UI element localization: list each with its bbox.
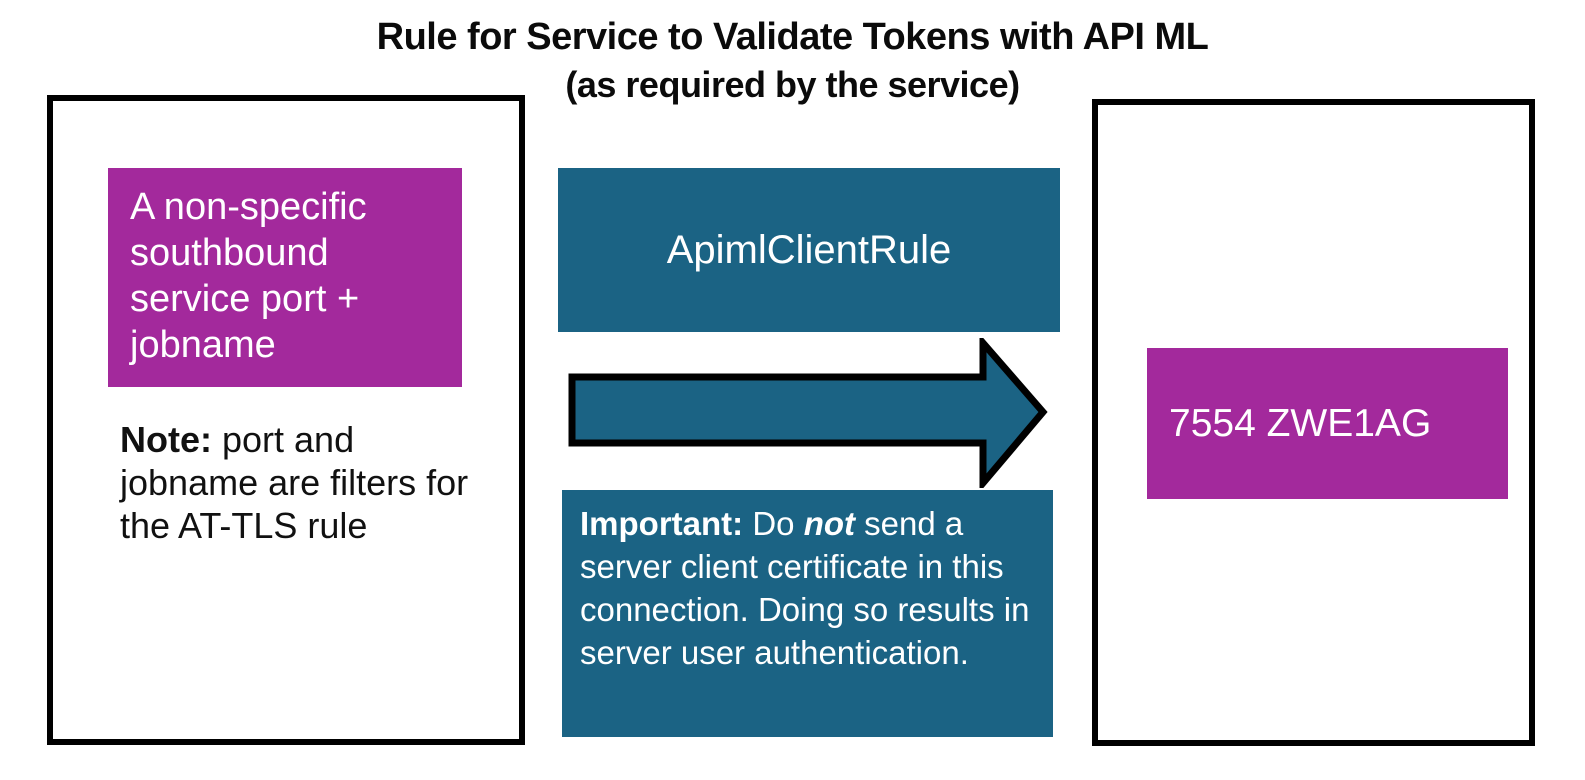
- important-text-after: send a server client certificate in this…: [580, 505, 1030, 671]
- gateway-port-text: 7554 ZWE1AG: [1169, 401, 1432, 445]
- title-line-1: Rule for Service to Validate Tokens with…: [376, 16, 1209, 58]
- service-port-box: A non-specific southbound service port +…: [108, 168, 462, 387]
- client-rule-box: ApimlClientRule: [558, 168, 1060, 332]
- title-line-2: (as required by the service): [565, 64, 1020, 105]
- important-note-box: Important: Do not send a server client c…: [562, 490, 1053, 737]
- service-note: Note: port and jobname are filters for t…: [120, 418, 472, 547]
- flow-right-arrow-icon: [568, 338, 1048, 488]
- client-rule-label: ApimlClientRule: [666, 227, 952, 272]
- important-label: Important:: [580, 505, 744, 542]
- important-emphasis: not: [803, 505, 855, 542]
- important-text-before: Do: [743, 505, 804, 542]
- service-port-text: A non-specific southbound service port +…: [130, 186, 367, 366]
- note-label: Note:: [120, 419, 212, 460]
- gateway-port-box: 7554 ZWE1AG: [1147, 348, 1508, 499]
- note-text: port and jobname are filters for the AT-…: [120, 419, 469, 546]
- diagram-title: Rule for Service to Validate Tokens with…: [0, 12, 1585, 108]
